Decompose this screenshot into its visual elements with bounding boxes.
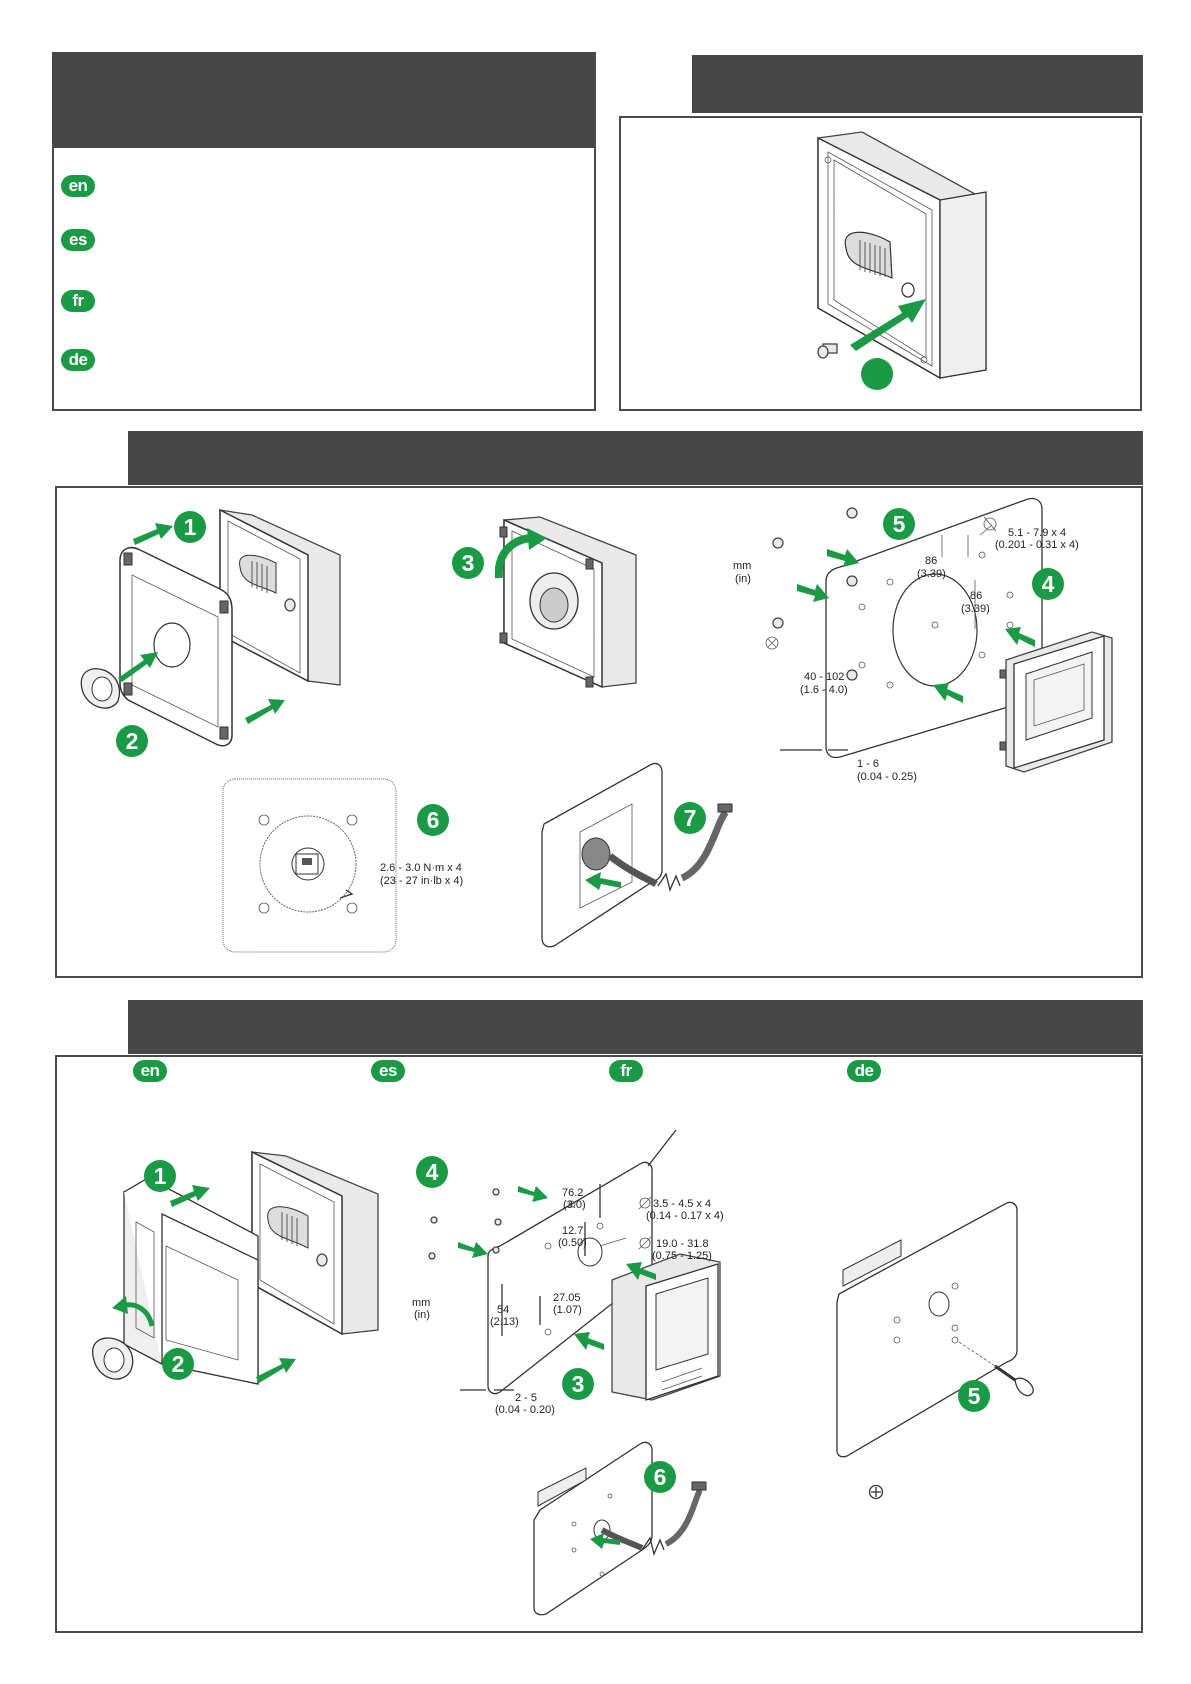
panel-dim-cutout: 40 - 102 [804,671,845,683]
surface-step-5: 5 [958,1380,990,1412]
panel-rotate-arrow [494,528,547,579]
surface-dim-hole-dia: 19.0 - 31.8 [656,1238,709,1250]
surface-device-side [611,1253,721,1401]
panel-dim-thickness-in: (0.04 - 0.25) [857,771,917,783]
surface-step-3: 3 [562,1368,594,1400]
surface-arrow-1 [170,1185,210,1207]
surface-arrow-4b [458,1242,488,1258]
panel-step-6: 6 [417,804,449,836]
panel-dim-cutout-in: (1.6 - 4.0) [800,684,848,696]
surface-dim-v4-in: (2.13) [490,1316,519,1328]
diameter-icon [638,1236,652,1250]
panel-units-mm: mm [733,560,752,572]
diameter-icon [638,1196,652,1210]
panel-cable-illustration [541,762,733,948]
panel-step-1: 1 [174,511,206,543]
surface-dim-v2-in: (0.50) [558,1237,587,1249]
surface-lang-es: es [371,1060,405,1082]
panel-step-7: 7 [674,802,706,834]
surface-lang-fr: fr [609,1060,643,1082]
surface-dim-v3-in: (1.07) [553,1304,582,1316]
surface-dim-screw-dia: 3.5 - 4.5 x 4 [653,1198,712,1210]
panel-arrow-5b [797,584,829,602]
surface-rotate-arrow [112,1296,155,1327]
panel-cutout-drawing [765,497,1043,759]
surface-arrow-3b [574,1332,604,1350]
panel-mount-header-bar [128,431,1143,485]
surface-units-mm: mm [412,1297,431,1309]
panel-dim-thickness: 1 - 6 [857,758,880,770]
surface-step-2: 2 [162,1348,194,1380]
surface-units-in: (in) [414,1309,430,1321]
panel-units-in: (in) [735,573,751,585]
panel-device-front [999,631,1113,773]
pin-insert-arrow [850,299,926,351]
surface-arrow-6 [590,1533,620,1549]
surface-dim-screw-dia-in: (0.14 - 0.17 x 4) [646,1210,724,1222]
panel-dim-spacing-h-in: (3.39) [917,568,946,580]
surface-arrow-4a [518,1186,548,1202]
panel-dim-spacing-v: 86 [970,590,983,602]
phillips-screw-icon [868,1484,884,1500]
panel-arrow-7 [585,872,621,890]
panel-arrow-2 [118,652,158,682]
panel-arrow-3 [245,699,285,724]
lang-badge-es: es [61,229,95,251]
surface-dim-thickness: 2 - 5 [515,1392,538,1404]
panel-dim-torque-in: (23 - 27 in·lb x 4) [380,875,464,887]
surface-cable-illustration [533,1441,707,1616]
panel-step-5: 5 [883,508,915,540]
surface-step-4: 4 [416,1156,448,1188]
surface-dim-v1: 76.2 [562,1187,584,1199]
lang-badge-fr: fr [61,290,95,312]
panel-exploded-illustration [80,508,341,747]
surface-dim-v2: 12.7 [562,1225,584,1237]
surface-step-6: 6 [644,1461,676,1493]
surface-mount-header-bar [128,1000,1143,1054]
panel-tighten-illustration [499,516,637,689]
language-header-bar [52,52,594,148]
surface-lang-de: de [847,1060,881,1082]
panel-dim-spacing-v-in: (3.39) [961,603,990,615]
surface-dim-hole-dia-in: (0.75 - 1.25) [652,1250,712,1262]
surface-step-1: 1 [144,1160,176,1192]
panel-arrow-5a [827,549,859,567]
panel-dim-torque: 2.6 - 3.0 N·m x 4 [380,862,462,874]
surface-lang-en: en [133,1060,167,1082]
panel-back-view [222,778,397,953]
pin-header-bar [692,55,1143,113]
panel-step-4: 4 [1032,568,1064,600]
pin-step-dot [861,358,893,390]
surface-dim-v4: 54 [497,1304,510,1316]
panel-dim-spacing-h: 86 [925,555,938,567]
surface-dim-thickness-in: (0.04 - 0.20) [495,1404,555,1416]
panel-arrow-1 [133,523,173,545]
surface-dim-v1-in: (3.0) [563,1199,586,1211]
panel-arrow-4a [1005,627,1035,647]
lang-badge-de: de [61,349,95,371]
surface-dim-v3: 27.05 [553,1292,581,1304]
pin-part [817,343,838,359]
surface-arrow-2 [256,1358,296,1383]
lang-badge-en: en [61,175,95,197]
panel-step-3: 3 [452,547,484,579]
panel-step-2: 2 [116,725,148,757]
panel-dim-hole-dia-in: (0.201 - 0.31 x 4) [995,539,1079,551]
surface-screw-illustration [836,1201,1034,1458]
surface-exploded-illustration [92,1150,379,1385]
panel-arrow-4b [933,683,963,703]
surface-arrow-3a [626,1262,656,1280]
panel-dim-hole-dia: 5.1 - 7.9 x 4 [1008,527,1067,539]
